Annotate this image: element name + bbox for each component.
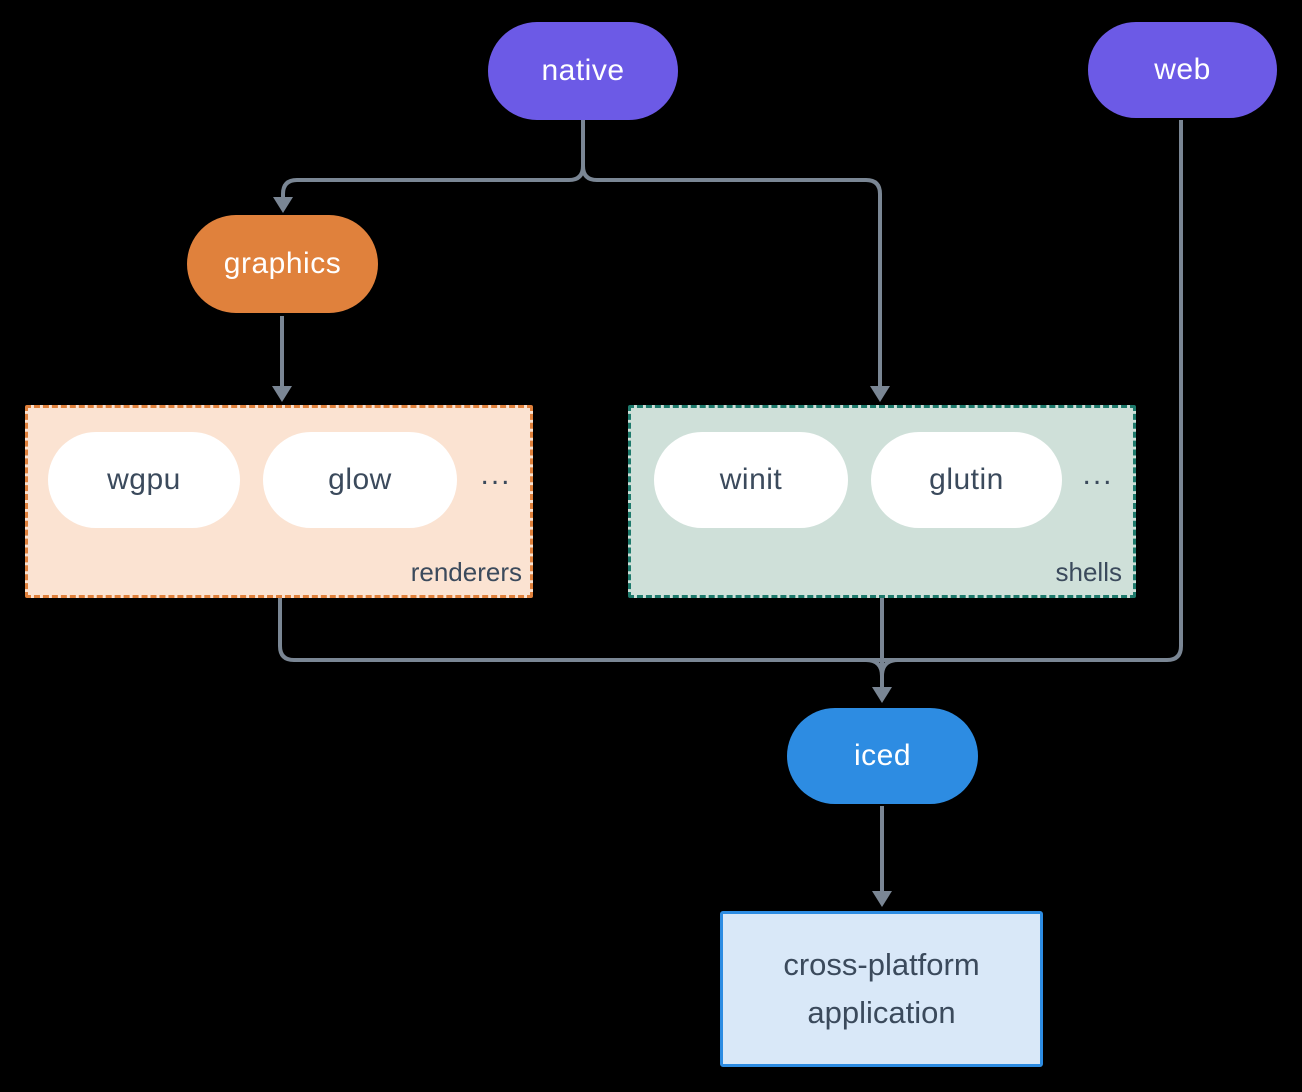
node-web-label: web (1154, 53, 1211, 86)
node-native: native (488, 22, 678, 120)
edge-native-to-graphics (281, 120, 585, 198)
arrowhead-renderers (272, 386, 292, 402)
arrowhead-shells (870, 386, 890, 402)
node-cross-platform-application: cross-platform application (720, 911, 1043, 1067)
node-winit-label: winit (719, 463, 783, 496)
edge-web-to-merge (884, 120, 1183, 662)
node-native-label: native (541, 54, 625, 87)
node-graphics-label: graphics (223, 247, 342, 280)
arrowhead-graphics (273, 197, 293, 213)
edge-native-to-shells (581, 120, 882, 386)
shells-group-label: shells (1055, 557, 1122, 587)
edge-renderers-to-merge (278, 598, 880, 662)
node-iced: iced (787, 708, 978, 804)
node-iced-label: iced (853, 739, 912, 772)
merge-fillet-left (865, 658, 884, 677)
node-graphics: graphics (187, 215, 378, 313)
node-glutin-label: glutin (929, 463, 1004, 496)
node-wgpu-label: wgpu (107, 463, 181, 496)
arrowhead-iced (872, 687, 892, 703)
node-wgpu: wgpu (48, 432, 240, 528)
app-label-line1: cross-platform (783, 947, 980, 982)
renderers-ellipsis: ... (480, 458, 512, 491)
node-web: web (1088, 22, 1277, 118)
node-glow: glow (263, 432, 457, 528)
merge-fillet-right (880, 658, 899, 677)
node-glow-label: glow (328, 463, 392, 496)
node-glutin: glutin (871, 432, 1062, 528)
renderers-group-label: renderers (410, 557, 522, 587)
app-label-line2: application (807, 995, 956, 1030)
shells-ellipsis: ... (1082, 458, 1114, 491)
node-winit: winit (654, 432, 848, 528)
arrowhead-app (872, 891, 892, 907)
